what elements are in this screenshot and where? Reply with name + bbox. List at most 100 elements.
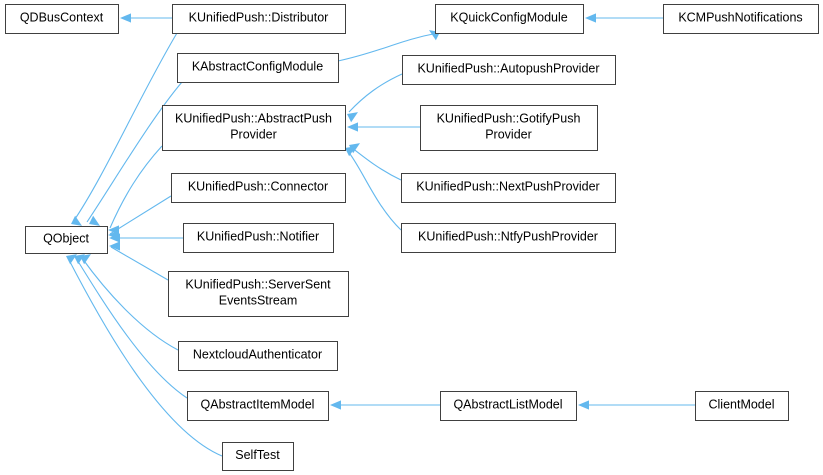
class-node-qabstractitemmodel[interactable]: QAbstractItemModel [187,391,329,421]
class-node-autopushprovider[interactable]: KUnifiedPush::AutopushProvider [402,55,616,85]
class-node-box[interactable] [440,391,577,421]
edge-arrowhead-icon [347,112,358,123]
edge-line [348,73,403,113]
class-node-label: KUnifiedPush::NextPushProvider [416,180,599,194]
class-node-box[interactable] [162,105,346,151]
class-node-distributor[interactable]: KUnifiedPush::Distributor [172,4,346,34]
class-node-kabstractconfigmodule[interactable]: KAbstractConfigModule [177,53,339,83]
class-node-clientmodel[interactable]: ClientModel [695,391,789,421]
edge-line [337,32,439,62]
class-node-nextpushprovider[interactable]: KUnifiedPush::NextPushProvider [401,173,616,203]
edge-abstractpushprovider-to-qobject [108,145,163,235]
class-node-box[interactable] [178,341,338,371]
class-node-label: KUnifiedPush::Notifier [197,230,319,244]
class-node-box[interactable] [402,55,616,85]
class-node-box[interactable] [187,391,329,421]
edge-arrowhead-icon [109,241,120,251]
class-node-notifier[interactable]: KUnifiedPush::Notifier [183,223,334,253]
edge-gotifypushprovider-to-abstractpushprovider [347,122,420,132]
class-node-label: KAbstractConfigModule [192,60,323,74]
class-node-box[interactable] [172,4,346,34]
edge-kcmpushnotifications-to-kquickconfigmodule [585,13,663,23]
class-node-box[interactable] [695,391,789,421]
class-node-kcmpushnotifications[interactable]: KCMPushNotifications [663,4,819,34]
edge-line [81,257,179,351]
edge-qabstractlistmodel-to-qabstractitemmodel [330,400,440,410]
class-node-box[interactable] [183,223,334,253]
class-node-label: SelfTest [235,448,280,462]
class-node-box[interactable] [663,4,819,34]
edge-arrowhead-icon [71,215,82,226]
class-node-label: QAbstractItemModel [201,398,315,412]
class-node-label: KUnifiedPush::NtfyPushProvider [418,230,598,244]
class-node-label: QDBusContext [20,11,104,25]
class-node-ntfypushprovider[interactable]: KUnifiedPush::NtfyPushProvider [401,223,616,253]
edge-kabstractconfigmodule-to-qobject [86,81,183,226]
edge-line [346,149,402,231]
edge-nextpushprovider-to-abstractpushprovider [349,143,402,181]
class-node-qabstractlistmodel[interactable]: QAbstractListModel [440,391,577,421]
class-node-box[interactable] [420,105,598,151]
edge-line [109,195,172,235]
edge-arrowhead-icon [578,400,589,410]
class-node-kquickconfigmodule[interactable]: KQuickConfigModule [435,4,584,34]
class-node-box[interactable] [177,53,339,83]
class-node-box[interactable] [168,271,349,317]
edge-arrowhead-icon [74,254,85,265]
class-node-label: KUnifiedPush::Connector [188,180,328,194]
class-node-nextcloudauthenticator[interactable]: NextcloudAuthenticator [178,341,338,371]
edge-nextcloudauthenticator-to-qobject [80,254,179,351]
class-node-label: ClientModel [708,398,774,412]
edge-selftest-to-qobject [66,254,223,457]
edge-autopushprovider-to-abstractpushprovider [347,73,403,123]
class-node-box[interactable] [435,4,584,34]
class-node-selftest[interactable]: SelfTest [222,442,294,471]
edge-connector-to-qobject [108,195,172,240]
class-node-box[interactable] [401,223,616,253]
edge-serversenteventsstream-to-qobject [109,241,169,281]
nodes-layer: QDBusContext KUnifiedPush::Distributor KQu… [5,4,819,471]
class-node-label: KUnifiedPush::Distributor [189,11,329,25]
edge-arrowhead-icon [345,146,356,157]
class-node-qobject[interactable]: QObject [25,226,108,254]
class-node-label: KQuickConfigModule [450,11,567,25]
class-node-label: QAbstractListModel [453,398,562,412]
class-node-box[interactable] [222,442,294,471]
edge-line [110,246,169,281]
edge-line [67,257,223,457]
edge-distributor-to-qobject [71,32,178,226]
edge-line [75,257,188,399]
edge-line [109,145,163,229]
edge-qabstractitemmodel-to-qobject [74,254,188,399]
edge-arrowhead-icon [330,400,341,410]
edge-arrowhead-icon [109,233,120,243]
class-node-label: NextcloudAuthenticator [193,348,322,362]
edge-arrowhead-icon [120,13,131,23]
class-node-box[interactable] [171,173,346,203]
edge-arrowhead-icon [89,215,100,226]
class-node-box[interactable] [401,173,616,203]
edge-line [350,146,402,181]
edge-notifier-to-qobject [109,233,183,243]
class-node-connector[interactable]: KUnifiedPush::Connector [171,173,346,203]
edge-arrowhead-icon [585,13,596,23]
edge-line [72,32,178,223]
class-node-label: KUnifiedPush::AutopushProvider [417,62,599,76]
edge-arrowhead-icon [66,254,77,265]
class-node-box[interactable] [5,4,119,34]
edge-distributor-to-qdbuscontext [120,13,172,23]
edges-layer [66,13,695,457]
class-node-label: QObject [43,232,89,246]
edge-arrowhead-icon [347,122,358,132]
edge-ntfypushprovider-to-abstractpushprovider [345,146,402,231]
class-node-box[interactable] [25,226,108,254]
class-node-qdbuscontext[interactable]: QDBusContext [5,4,119,34]
